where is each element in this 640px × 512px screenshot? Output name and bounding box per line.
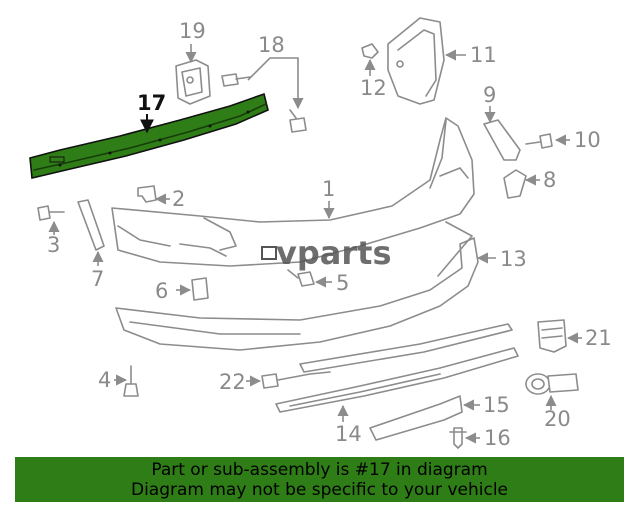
callout-19: 19 — [179, 19, 206, 43]
callout-1: 1 — [322, 177, 335, 201]
banner-line-2: Diagram may not be specific to your vehi… — [130, 479, 508, 500]
part-22-harness-connector[interactable] — [261, 371, 331, 389]
leader-18 — [247, 57, 304, 110]
part-4-bolt[interactable] — [123, 365, 139, 397]
callout-22: 22 — [219, 370, 246, 394]
part-14-lower-molding[interactable] — [275, 347, 519, 413]
callout-18: 18 — [258, 33, 285, 57]
part-12-clip[interactable] — [361, 43, 379, 59]
part-10-screw[interactable] — [525, 133, 553, 149]
callout-13: 13 — [500, 247, 527, 271]
callout-15: 15 — [483, 393, 510, 417]
part-21-sensor-bracket[interactable] — [537, 319, 567, 353]
callout-12: 12 — [360, 76, 387, 100]
part-6-clip[interactable] — [191, 277, 209, 301]
callout-3: 3 — [47, 233, 60, 257]
banner-line-1: Part or sub-assembly is #17 in diagram — [151, 459, 488, 480]
part-17-reinforcement[interactable] — [29, 92, 269, 179]
callout-21: 21 — [585, 326, 612, 350]
callout-10: 10 — [574, 128, 601, 152]
callout-9: 9 — [483, 83, 496, 107]
callout-20: 20 — [544, 407, 571, 431]
info-banner: Part or sub-assembly is #17 in diagram D… — [15, 457, 624, 502]
part-3-screw[interactable] — [37, 205, 65, 221]
part-5-bolt[interactable] — [287, 269, 315, 287]
part-1-bumper-cover[interactable] — [111, 117, 475, 267]
callout-14: 14 — [335, 422, 362, 446]
callout-6: 6 — [155, 279, 168, 303]
svg-text:vparts: vparts — [276, 234, 391, 272]
part-19-bracket[interactable] — [175, 59, 211, 105]
callout-5: 5 — [336, 271, 349, 295]
part-15-bracket[interactable] — [369, 395, 463, 441]
part-20-parking-sensor[interactable] — [525, 373, 579, 395]
part-8-bracket[interactable] — [503, 169, 527, 199]
callout-17: 17 — [137, 91, 166, 115]
callout-4: 4 — [98, 368, 111, 392]
part-9-retainer[interactable] — [483, 119, 521, 161]
part-16-clip[interactable] — [449, 427, 467, 449]
callout-8: 8 — [543, 168, 556, 192]
part-18-bolts[interactable] — [221, 73, 307, 133]
callout-7: 7 — [91, 267, 104, 291]
callout-2: 2 — [172, 187, 185, 211]
part-2-clip[interactable] — [137, 185, 157, 203]
callout-11: 11 — [470, 43, 497, 67]
harness-strip — [299, 323, 513, 373]
part-7-strip[interactable] — [77, 199, 105, 251]
callout-16: 16 — [484, 426, 511, 450]
part-11-side-bracket[interactable] — [387, 17, 445, 105]
watermark-logo: vparts — [261, 234, 391, 272]
